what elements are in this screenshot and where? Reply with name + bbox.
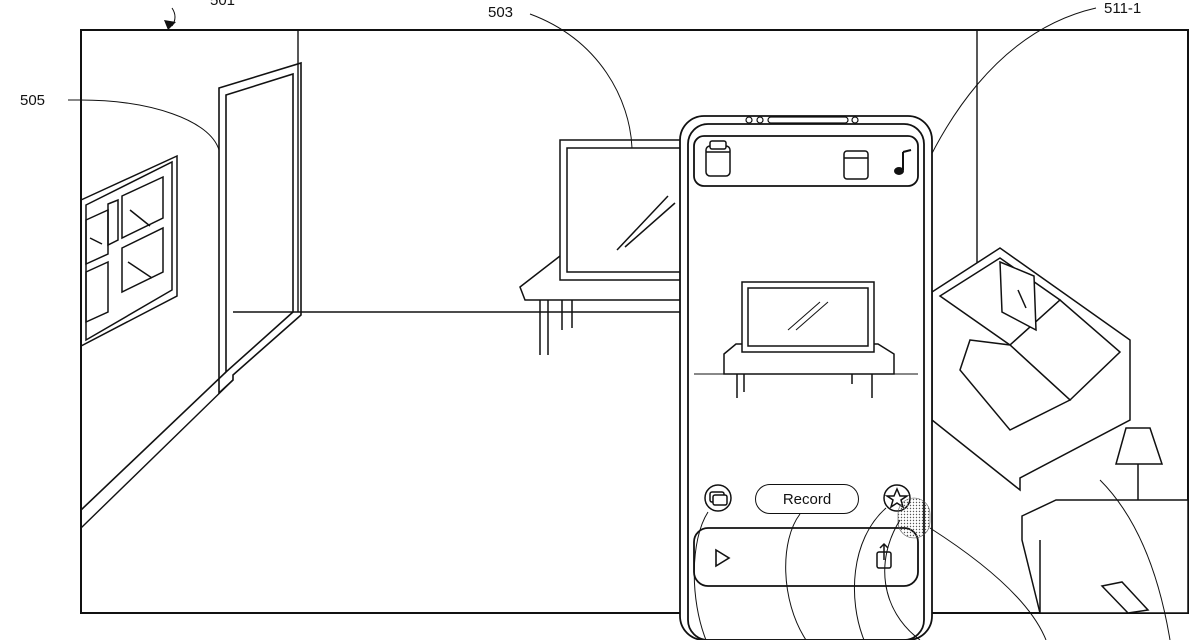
room — [80, 30, 978, 529]
photo-library-icon[interactable] — [704, 484, 732, 512]
touch-contact — [897, 497, 931, 539]
smartphone — [679, 115, 933, 640]
reference-numeral-window: 505 — [20, 92, 46, 109]
phone-screen-tv — [723, 281, 895, 398]
play-icon[interactable] — [715, 548, 731, 568]
door — [80, 61, 302, 511]
wall-window — [80, 154, 178, 348]
background-tv — [519, 139, 701, 355]
arrow-head-501 — [164, 20, 176, 30]
share-icon[interactable] — [876, 542, 892, 569]
couch — [931, 247, 1131, 492]
lamp-and-table — [1021, 427, 1189, 614]
record-button[interactable]: Record — [755, 484, 859, 514]
record-button-label: Record — [782, 490, 832, 508]
phone-notch — [745, 116, 859, 124]
reference-numeral-tv: 503 — [488, 4, 514, 21]
music-note-icon[interactable] — [894, 149, 912, 175]
reference-numeral-device-screen: 511-1 — [1104, 0, 1142, 17]
window-icon[interactable] — [843, 150, 869, 180]
bottom-leader-lines — [693, 479, 1171, 640]
reference-numeral-scene: 501 — [210, 0, 236, 9]
folder-icon[interactable] — [705, 140, 731, 177]
